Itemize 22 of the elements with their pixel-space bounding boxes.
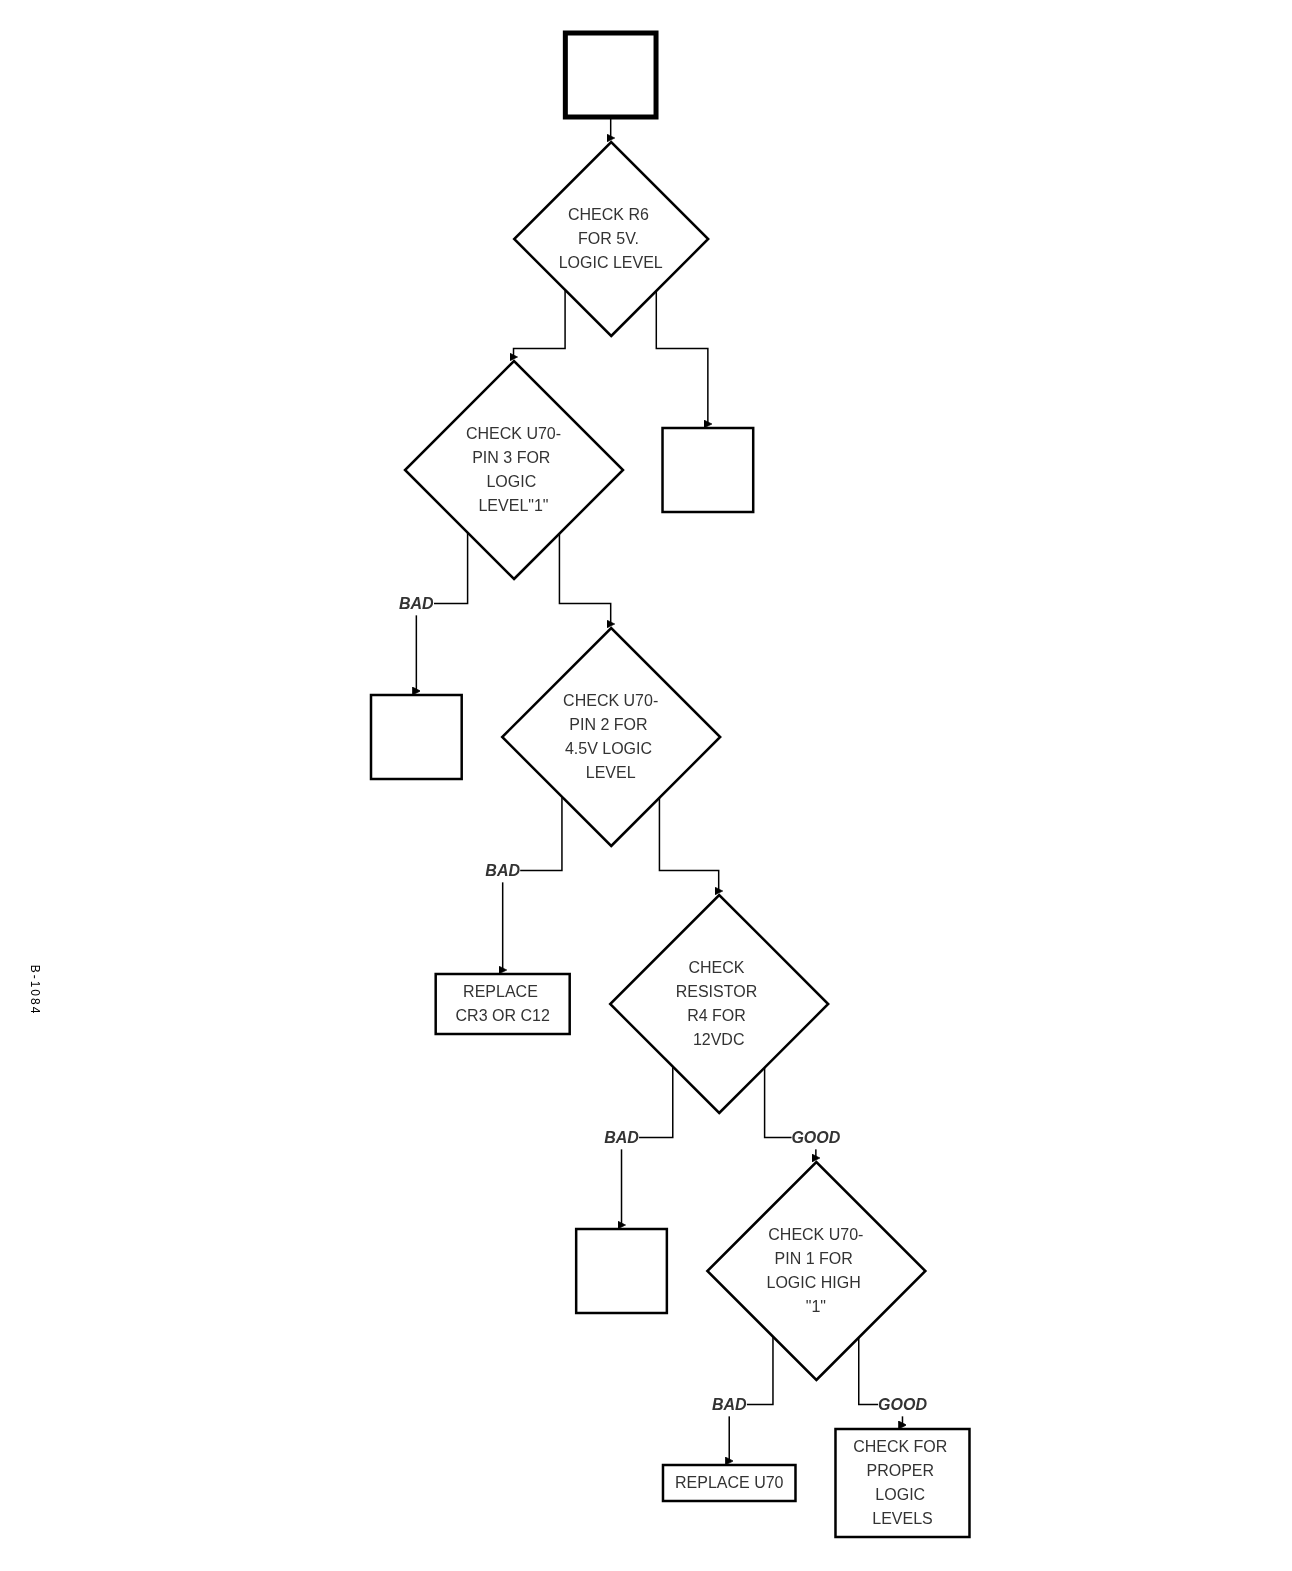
- node-diamond: CHECK RESISTOR R4 FOR 12VDC: [608, 893, 830, 1115]
- node-box: [562, 30, 659, 120]
- node-box: REPLACE U70: [661, 1463, 797, 1503]
- node-box: [369, 693, 463, 781]
- node-diamond: CHECK U70-PIN 1 FOR LOGIC HIGH "1": [705, 1160, 927, 1382]
- node-diamond: CHECK U70-PIN 3 FOR LOGIC LEVEL"1": [403, 359, 625, 581]
- arrow: [558, 532, 615, 629]
- drawing-number: B-1084: [28, 964, 43, 1016]
- node-box: [661, 426, 755, 514]
- edge-label: GOOD: [791, 1128, 841, 1146]
- edge-label: BAD: [398, 594, 434, 612]
- node-diamond: CHECK R6 FOR 5V. LOGIC LEVEL: [512, 140, 710, 338]
- arrow: [658, 796, 723, 896]
- node-box: [574, 1227, 668, 1315]
- node-box: CHECK FOR PROPER LOGIC LEVELS: [834, 1427, 971, 1539]
- node-box: REPLACE CR3 OR C12: [434, 972, 571, 1036]
- edge-label: BAD: [711, 1395, 747, 1413]
- edge-label: BAD: [485, 861, 520, 879]
- edge-label: BAD: [603, 1128, 639, 1146]
- edge-label: GOOD: [877, 1395, 927, 1413]
- node-diamond: CHECK U70-PIN 2 FOR 4.5V LOGIC LEVEL: [500, 626, 722, 848]
- arrow: [508, 289, 566, 362]
